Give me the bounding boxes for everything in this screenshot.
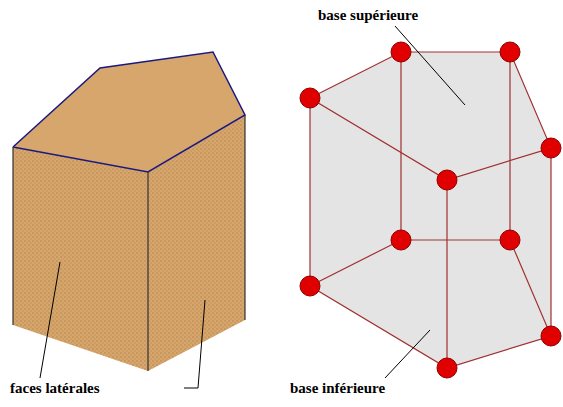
- part-label: base supérieure: [318, 6, 418, 24]
- vertex-dots: [300, 42, 561, 378]
- leader-lines: [22, 20, 465, 388]
- part-label: faces latérales: [10, 379, 100, 397]
- solid-prism: [13, 52, 245, 371]
- part-label: base inférieure: [290, 379, 385, 397]
- wireframe-prism: [310, 52, 551, 368]
